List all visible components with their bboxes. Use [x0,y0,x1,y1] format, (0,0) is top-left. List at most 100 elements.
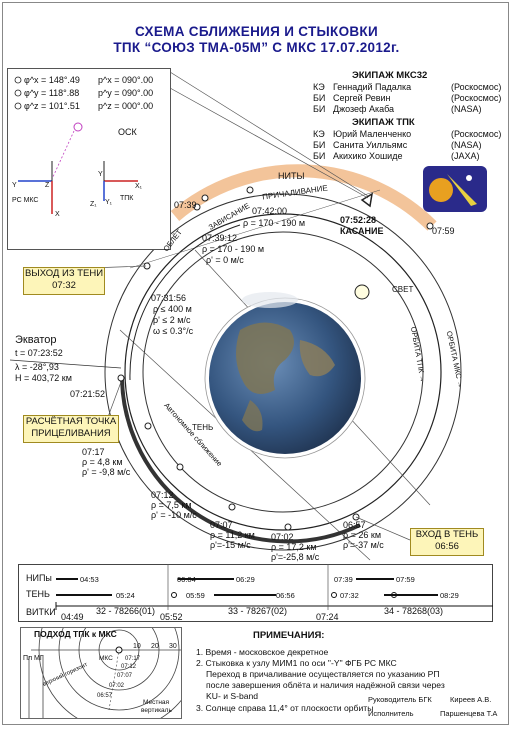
axis-y1: Y [12,182,17,189]
axis-x1: X [55,211,60,218]
rho-dot-zero: ρ' = 0 м/с [206,255,244,265]
ten-time-1: 05:24 [116,591,135,600]
timeline-chart [18,564,493,622]
approach-mks: МКС [99,655,113,662]
aim-point-box: РАСЧЁТНАЯ ТОЧКА ПРИЦЕЛИВАНИЯ [23,415,119,443]
crew-role: БИ [313,104,326,114]
label-nity: НИТЫ [278,171,305,181]
approach-tt-2: 07:12 [121,664,137,670]
note-3: 3. Солнце справа 11,4° от плоскости орби… [196,703,374,713]
exit-shadow-label: ВЫХОД ИЗ ТЕНИ [24,268,104,279]
diagram-title-line2: ТПК “СОЮЗ ТМА-05М” С МКС 17.07.2012г. [113,40,400,55]
osk-label: ОСК [118,127,137,137]
crew-agency: (NASA) [451,140,482,150]
shadow-arc [120,377,361,544]
approach-tt-3: 07:07 [117,673,133,679]
mission-patch [423,166,487,212]
approach-point-r: ρ = 26 км [343,530,382,540]
ten-time-5: 08:29 [440,591,459,600]
approach-point-rd: ρ' = -9,8 м/с [82,467,131,477]
aim-point-line1: РАСЧЁТНАЯ ТОЧКА [25,416,117,427]
ten-time-2: 05:59 [186,591,205,600]
outer-ring [104,193,462,551]
approach-local-vert-1: Местная [143,699,170,706]
kasanie-label: КАСАНИЕ [340,226,384,236]
approach-point-t: 07:07 [210,520,233,530]
note-2c: после завершения облёта и наличия надёжн… [206,680,445,690]
axis-z1: Z [45,182,50,189]
approach-point-r: ρ = 11,2 км [210,530,255,540]
vitok-33: 33 - 78267(02) [228,606,288,616]
exec-name: Паршенцева Т.А [440,709,498,718]
time-074200: 07:42:00 [252,206,288,216]
approach-minichart: ПОДХОД ТПК к МКС Пл МГ 10 20 30 верхний … [20,627,182,719]
axis-z2: Z₁ [90,201,97,208]
cond-omega: ω ≤ 0.3°/c [153,326,194,336]
time-0759: 07:59 [432,226,455,236]
label-ten: ТЕНЬ [192,423,214,432]
approach-point-rd: ρ'=-25,8 м/с [271,552,320,562]
time-073156: 07:31:56 [151,293,187,303]
vitok-32: 32 - 78266(01) [96,606,156,616]
approach-tt-5: 06:57 [97,693,113,699]
crew-name: Юрий Маленченко [333,129,412,139]
crew-role: КЭ [313,82,325,92]
label-svet: СВЕТ [392,285,414,294]
crew-role: БИ [313,151,326,161]
angle-phi-y: φ^y = 118°.88 [24,88,80,98]
timeline-row-ten: ТЕНЬ [26,589,50,599]
cond-rho-dot: ρ' ≤ 2 м/с [153,315,191,325]
enter-shadow-label: ВХОД В ТЕНЬ [415,529,479,540]
approach-pl: Пл [23,655,33,662]
crew-name: Санита Уилльямс [333,140,408,150]
enter-shadow-time: 06:56 [435,541,459,552]
approach-title: ПОДХОД ТПК к МКС [34,629,117,639]
head-role: Руководитель БГК [368,695,432,704]
axes-box: φ^x = 148°.49 φ^y = 118°.88 φ^z = 101°.5… [7,68,171,250]
approach-scale-30: 30 [169,643,177,650]
crew-agency: (Роскосмос) [451,93,502,103]
angle-psi-x: p^x = 090°.00 [98,75,154,85]
diagram-title-line1: СХЕМА СБЛИЖЕНИЯ И СТЫКОВКИ [135,24,378,39]
comms-band [170,164,437,231]
crew-agency: (NASA) [451,104,482,114]
approach-point-t: 06:57 [343,520,366,530]
approach-point-r: ρ = 4,8 км [82,457,123,467]
equator-height: H = 403,72 км [15,373,72,383]
equator-time: t = 07:23:52 [15,348,63,358]
cond-rho: ρ ≤ 400 м [153,304,192,314]
approach-point-t: 07:02 [271,532,294,542]
tpk-label: ТПК [120,195,134,202]
angle-phi-x: φ^x = 148°.49 [24,75,80,85]
approach-point-r: ρ = 17,2 км [271,542,317,552]
crew-mks-heading: ЭКИПАЖ МКС32 [352,70,428,81]
crew-role: БИ [313,93,326,103]
time-0739: 07:39 [174,200,197,210]
nip-time-4: 07:39 [334,575,353,584]
docking-marker [360,192,374,208]
note-2a: 2. Стыковка к узлу МИМ1 по оси "-Y" ФГБ … [196,658,397,668]
vitki-time-2: 05:52 [160,612,183,622]
approach-mg: МГ [34,655,44,662]
head-name: Киреев А.В. [450,695,492,704]
rho-range-b: ρ = 170 - 190 м [202,244,265,254]
earth-globe [209,302,361,454]
note-2b: Переход в причаливание осуществляется по… [206,669,440,679]
vitok-34: 34 - 78268(03) [384,606,444,616]
kasanie-time: 07:52:28 [340,215,377,225]
timeline-row-nip: НИПы [26,573,52,583]
timeline-row-vitki: ВИТКИ [26,607,56,617]
approach-scale-20: 20 [151,643,159,650]
nip-time-3: 06:29 [236,575,255,584]
nip-time-2: 06:04 [177,575,196,584]
exit-shadow-box: ВЫХОД ИЗ ТЕНИ 07:32 [23,267,105,295]
